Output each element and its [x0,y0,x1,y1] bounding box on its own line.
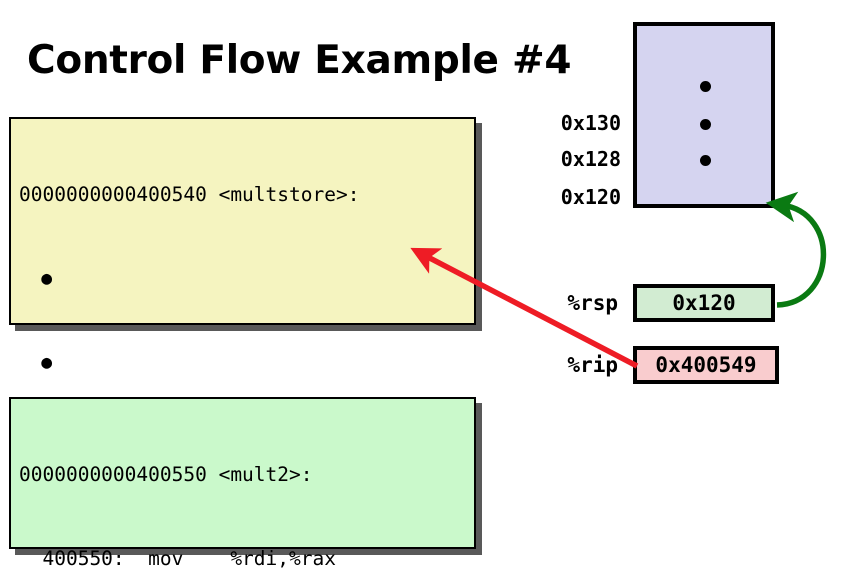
rip-register-value-box: 0x400549 [633,346,779,384]
mult2-mov-line: 400550: mov %rdi,%rax [19,547,336,570]
bullet-icon: ● [41,268,53,289]
rsp-to-stack-arrow [765,191,827,308]
mult2-header: 0000000000400550 <mult2>: [19,463,313,486]
bullet-icon: ● [41,352,53,373]
rsp-register-label: %rsp [567,291,618,315]
stack-memory-box [633,22,775,208]
multstore-code-box: 0000000000400540 <multstore>: ● ● 400544… [9,117,476,542]
code-bullet: ● [19,349,474,377]
multstore-header: 0000000000400540 <multstore>: [19,183,360,206]
stack-dot-icon [700,155,711,166]
page-title: Control Flow Example #4 [27,38,572,83]
stack-address-0x128: 0x128 [560,147,621,171]
stack-dot-icon [700,81,711,92]
rsp-register-value-box: 0x120 [633,284,775,322]
code-bullet: ● [19,265,474,293]
rip-register-label: %rip [567,353,618,377]
stack-dot-icon [700,119,711,130]
stack-address-0x120: 0x120 [560,185,621,209]
mult2-code-box: 0000000000400550 <mult2>: 400550: mov %r… [9,397,476,570]
stack-address-0x130: 0x130 [560,111,621,135]
